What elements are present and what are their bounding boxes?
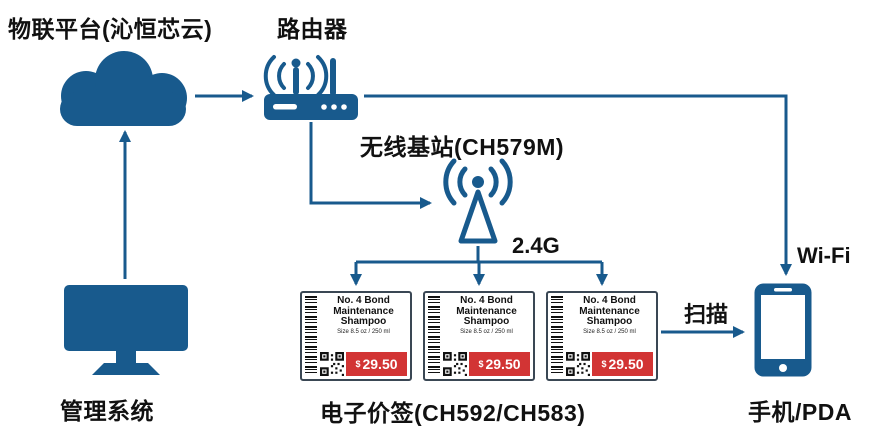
router-icon (263, 55, 358, 120)
qr-code-icon (443, 352, 467, 376)
label-scan: 扫描 (684, 302, 729, 327)
label-phone-pda: 手机/PDA (748, 399, 852, 425)
price-amount: 29.50 (485, 356, 521, 372)
label-router: 路由器 (277, 16, 348, 42)
currency-symbol: $ (355, 358, 361, 369)
product-name-line: Maintenance (333, 305, 394, 317)
product-name-line: No. 4 Bond (583, 295, 636, 306)
product-name-line: No. 4 Bond (337, 295, 390, 306)
product-size: Size 8.5 oz / 250 ml (460, 328, 513, 335)
monitor-icon (64, 285, 188, 375)
barcode-icon (305, 296, 317, 376)
product-name-line: Maintenance (579, 305, 640, 317)
product-name-line: Shampoo (340, 316, 387, 327)
splitter-line (356, 246, 602, 264)
label-management-system: 管理系统 (60, 398, 154, 424)
qr-code-icon (320, 352, 344, 376)
price-amount: 29.50 (608, 356, 644, 372)
price-badge: $ 29.50 (469, 352, 530, 376)
price-amount: 29.50 (362, 356, 398, 372)
product-size: Size 8.5 oz / 250 ml (583, 328, 636, 335)
product-name-line: Maintenance (456, 305, 517, 317)
cloud-icon (60, 51, 187, 126)
product-name-line: Shampoo (463, 316, 510, 327)
price-badge: $ 29.50 (346, 352, 407, 376)
currency-symbol: $ (601, 358, 607, 369)
label-wifi: Wi-Fi (797, 243, 851, 268)
product-name-line: Shampoo (586, 316, 633, 327)
price-tag-content: No. 4 Bond Maintenance Shampoo Size 8.5 … (566, 295, 653, 376)
arrow-router-to-phone-wifi (364, 94, 792, 276)
label-esl-group: 电子价签(CH592/CH583) (320, 400, 586, 426)
phone-icon (754, 283, 812, 377)
product-name-line: No. 4 Bond (460, 295, 513, 306)
product-size: Size 8.5 oz / 250 ml (337, 328, 390, 335)
price-tag-content: No. 4 Bond Maintenance Shampoo Size 8.5 … (443, 295, 530, 376)
currency-symbol: $ (478, 358, 484, 369)
barcode-icon (551, 296, 563, 376)
barcode-icon (428, 296, 440, 376)
price-badge: $ 29.50 (592, 352, 653, 376)
price-tag: No. 4 Bond Maintenance Shampoo Size 8.5 … (546, 291, 658, 381)
price-tag: No. 4 Bond Maintenance Shampoo Size 8.5 … (300, 291, 412, 381)
price-tag-content: No. 4 Bond Maintenance Shampoo Size 8.5 … (320, 295, 407, 376)
label-base-station: 无线基站(CH579M) (360, 134, 565, 160)
base-station-icon (443, 158, 513, 244)
label-iot-platform: 物联平台(沁恒芯云) (8, 16, 213, 42)
price-tag: No. 4 Bond Maintenance Shampoo Size 8.5 … (423, 291, 535, 381)
label-frequency-2-4g: 2.4G (512, 233, 560, 258)
qr-code-icon (566, 352, 590, 376)
